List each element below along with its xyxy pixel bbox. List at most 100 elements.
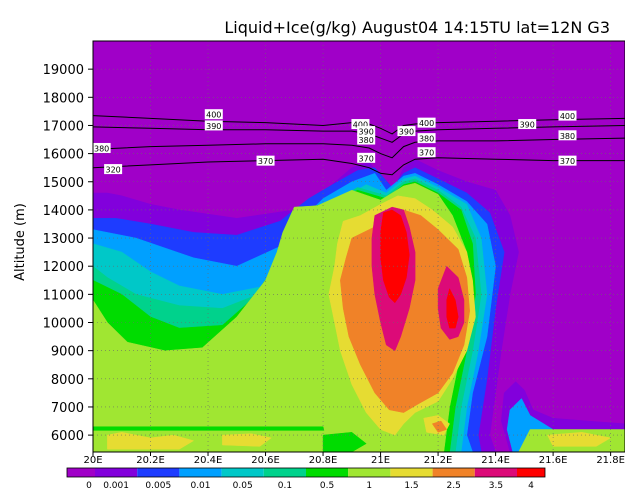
colorbar-swatch	[390, 468, 433, 477]
x-tick-label: 21.6E	[539, 455, 568, 466]
y-tick-label: 7000	[51, 401, 84, 416]
contour-label-box	[417, 147, 436, 158]
plot-border	[92, 40, 625, 453]
colorbar-swatch	[432, 468, 475, 477]
contour-labels: 4003903803203704003903803703904003803704…	[92, 109, 577, 175]
y-tick-label: 6000	[51, 429, 84, 444]
colorbar-swatch	[348, 468, 391, 477]
x-tick-label: 21E	[371, 455, 390, 466]
colorbar-label: 0.1	[278, 481, 292, 491]
contour-label-box	[397, 126, 416, 137]
y-tick-label: 11000	[43, 288, 84, 303]
y-tick-label: 15000	[43, 176, 84, 191]
contour-label-box	[558, 130, 577, 141]
contour-label-390: 390	[359, 128, 374, 137]
grid	[93, 41, 625, 452]
contour-label-400: 400	[560, 112, 575, 121]
contour-label-box	[518, 119, 537, 130]
colorbar-label: 0.5	[320, 481, 334, 491]
x-tick-label: 20.6E	[251, 455, 280, 466]
colorbar-label: 1	[366, 481, 372, 491]
contour-400	[93, 115, 625, 135]
contour-label-370: 370	[258, 157, 273, 166]
y-tick-label: 10000	[43, 317, 84, 332]
colorbar-swatch	[221, 468, 264, 477]
field-level-8	[222, 433, 272, 447]
y-tick-label: 14000	[43, 204, 84, 219]
contour-label-370: 370	[419, 149, 434, 158]
x-tick-label: 20.4E	[194, 455, 223, 466]
y-tick-label: 19000	[43, 63, 84, 78]
contour-label-400: 400	[353, 121, 368, 130]
contour-label-390: 390	[206, 122, 221, 131]
contour-label-380: 380	[359, 136, 374, 145]
contour-label-box	[357, 134, 376, 145]
y-tick-label: 18000	[43, 91, 84, 106]
colorbar-swatch	[137, 468, 180, 477]
colorbar-label: 3.5	[489, 481, 503, 491]
x-tick-label: 20E	[83, 455, 102, 466]
contour-label-box	[558, 110, 577, 121]
y-axis-label: Altitude (m)	[13, 203, 28, 281]
contour-label-box	[256, 155, 275, 166]
chart-title: Liquid+Ice(g/kg) August04 14:15TU lat=12…	[224, 18, 610, 37]
colorbar-label: 1.5	[404, 481, 418, 491]
y-ticks: 6000 7000 8000 9000 10000 11000 12000 13000 1400…	[43, 63, 93, 444]
field-level-11	[446, 288, 459, 329]
contour-label-box	[92, 142, 111, 153]
contour-label-box	[357, 152, 376, 163]
contour-390	[93, 125, 625, 143]
y-tick-label: 13000	[43, 232, 84, 247]
contour-label-box	[204, 109, 223, 120]
contour-label-box	[417, 133, 436, 144]
x-tick-label: 21.8E	[596, 455, 625, 466]
y-tick-label: 16000	[43, 148, 84, 163]
colorbar-swatch	[179, 468, 222, 477]
y-tick-label: 8000	[51, 373, 84, 388]
contour-label-390: 390	[520, 121, 535, 130]
colorbar-label: 0.005	[145, 481, 171, 491]
contour-label-box	[417, 117, 436, 128]
contour-label-370: 370	[560, 157, 575, 166]
x-tick-label: 21.4E	[481, 455, 510, 466]
x-tick-label: 21.2E	[424, 455, 453, 466]
contour-label-370: 370	[359, 154, 374, 163]
colorbar-label: 0	[86, 481, 92, 491]
contour-label-box	[351, 119, 370, 130]
x-ticks: 20E 20.2E 20.4E 20.6E 20.8E 21E 21.2E 21.4E 21.6…	[83, 452, 625, 466]
contour-label-380: 380	[560, 132, 575, 141]
x-tick-label: 20.2E	[136, 455, 165, 466]
colorbar-swatch	[474, 468, 517, 477]
y-tick-label: 9000	[51, 345, 84, 360]
contour-label-box	[104, 164, 123, 175]
field-level-8	[547, 432, 611, 447]
colorbar-label: 0.05	[233, 481, 253, 491]
contour-label-390: 390	[399, 128, 414, 137]
contour-label-380: 380	[419, 135, 434, 144]
colorbar-swatch	[95, 468, 138, 477]
colorbar-swatch	[263, 468, 306, 477]
colorbar-label: 2.5	[447, 481, 461, 491]
contour-lines	[93, 115, 625, 176]
plot-area	[93, 41, 625, 452]
colorbar-swatch	[67, 468, 95, 477]
contour-380	[93, 137, 625, 159]
contour-label-400: 400	[206, 111, 221, 120]
field-level-8	[107, 432, 194, 450]
y-tick-label: 17000	[43, 119, 84, 134]
contour-label-box	[558, 155, 577, 166]
colorbar-label: 4	[528, 481, 534, 491]
contour-370	[93, 157, 625, 176]
y-tick-label: 12000	[43, 260, 84, 275]
contour-label-box	[357, 126, 376, 137]
contour-label-box	[204, 120, 223, 131]
colorbar-swatch	[306, 468, 349, 477]
colorbar-label: 0.001	[103, 481, 129, 491]
contour-label-400: 400	[419, 119, 434, 128]
contour-label-380: 380	[94, 144, 109, 153]
x-tick-label: 20.8E	[309, 455, 338, 466]
colorbar-swatch	[517, 468, 545, 477]
